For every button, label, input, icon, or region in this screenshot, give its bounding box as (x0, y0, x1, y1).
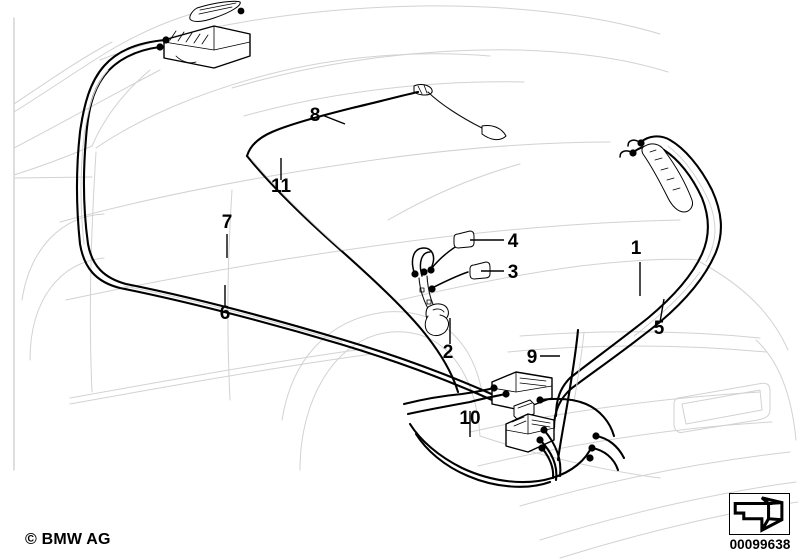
leader-5 (659, 298, 665, 323)
callout-label-3: 3 (508, 262, 519, 283)
part-10-trunk-harness (402, 386, 626, 488)
part-1-5-right-harness (552, 135, 722, 430)
callout-label-11: 11 (271, 176, 292, 197)
callout-label-9: 9 (527, 347, 538, 368)
callout-label-1: 1 (631, 238, 642, 259)
callout-leaders (224, 114, 665, 437)
callout-label-4: 4 (508, 231, 519, 252)
callout-label-7: 7 (222, 212, 233, 233)
part-8-roof-antenna-feed (245, 84, 507, 158)
connector-cluster (411, 230, 491, 337)
view-direction-arrow-icon (733, 496, 784, 533)
leader-8 (321, 114, 346, 125)
roof-antenna-amplifier-module (156, 0, 251, 69)
vehicle-body-outline (13, 5, 799, 559)
callout-label-6: 6 (220, 303, 231, 324)
callout-label-2: 2 (443, 342, 454, 363)
callout-label-5: 5 (654, 318, 665, 339)
drawing-number: 00099638 (729, 537, 791, 552)
part-11-7-6-left-harness (75, 38, 498, 402)
view-direction-box (729, 493, 790, 535)
copyright-notice: © BMW AG (25, 531, 111, 548)
callout-label-8: 8 (310, 105, 321, 126)
callout-label-10: 10 (459, 408, 480, 429)
part-9-c-pillar-cable (556, 328, 585, 462)
callout-numbers: 1 2 3 4 5 6 7 8 9 10 11 (220, 105, 665, 429)
part-8-diagonal-run (245, 154, 460, 394)
